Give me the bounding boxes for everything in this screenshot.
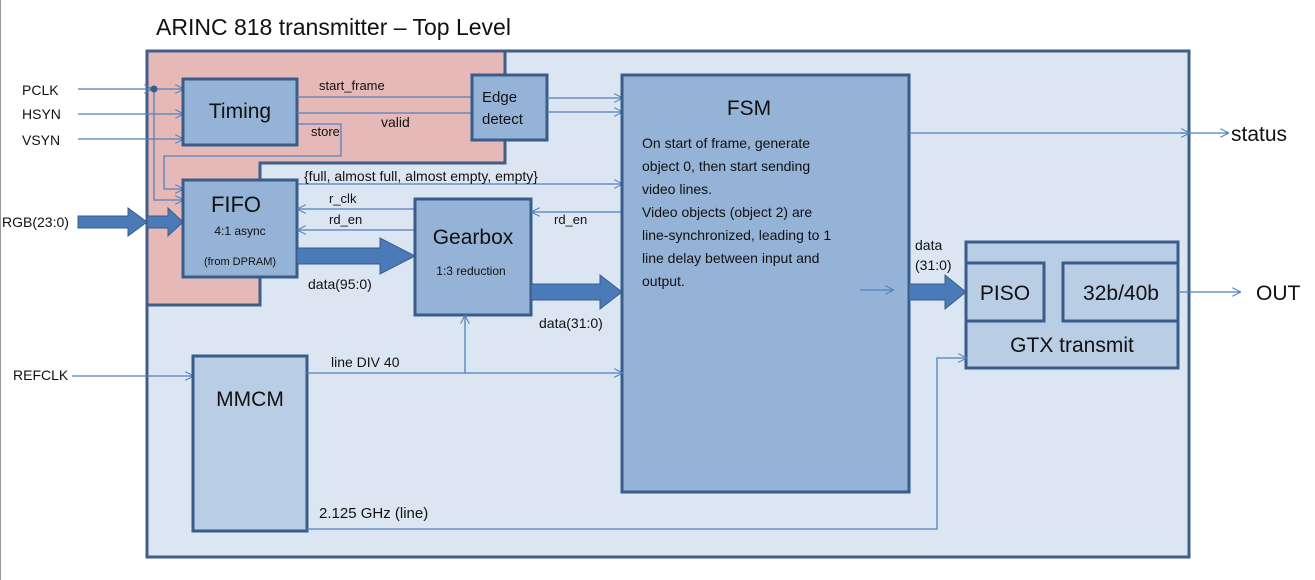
input-vsyn-label: VSYN (22, 132, 60, 148)
signal-store-label: store (311, 124, 340, 139)
edge-detect-block (470, 73, 549, 142)
signal-r-clk-label: r_clk (329, 191, 357, 206)
edge-fsm-wires (547, 98, 622, 112)
signal-data-95-label: data(95:0) (308, 276, 372, 292)
fifo-block (181, 178, 299, 279)
output-out-label: OUT (1256, 282, 1301, 305)
signal-start-frame-label: start_frame (319, 78, 385, 93)
gearbox-sublabel: 1:3 reduction (436, 264, 505, 278)
fsm-description-line: video lines. (642, 181, 712, 197)
input-hsyn-label: HSYN (22, 106, 61, 122)
timing-edge-wires (297, 96, 472, 114)
gearbox-block (413, 197, 533, 317)
output-status-label: status (1231, 123, 1287, 146)
signal-rd-en-fifo-label: rd_en (329, 212, 362, 227)
signal-data-gtx-label-line2: (31:0) (915, 257, 952, 273)
input-wires (72, 89, 342, 376)
pclk-junction-dot (150, 85, 158, 93)
fsm-block (620, 73, 911, 494)
timing-label: Timing (209, 100, 271, 123)
signal-rd-en-fsm-label: rd_en (554, 212, 587, 227)
edge-detect-label-line2: detect (482, 111, 524, 128)
mmcm-block (191, 354, 309, 533)
fsm-description-line: On start of frame, generate (642, 135, 810, 151)
input-pclk-label: PCLK (22, 82, 59, 98)
timing-block (181, 77, 299, 147)
mmcm-clock-wires (307, 316, 966, 530)
mmcm-label: MMCM (216, 388, 284, 411)
rgb-bus-arrow-inner (146, 206, 184, 238)
fsm-description-line: line delay between input and (642, 250, 819, 266)
rgb-bus-arrow (77, 207, 148, 237)
gearbox-fifo-wires (298, 209, 415, 230)
data-31-gearbox-bus-arrow (530, 273, 623, 311)
data-95-bus-arrow (296, 237, 417, 275)
fsm-description-line: output. (642, 273, 685, 289)
fifo-label: FIFO (211, 192, 261, 217)
encoder-32b40b-label: 32b/40b (1083, 282, 1159, 305)
fifo-sublabel-async: 4:1 async (214, 224, 265, 238)
fsm-label: FSM (727, 97, 771, 120)
edge-detect-label-line1: Edge (482, 89, 517, 106)
page-left-edge (0, 0, 1, 580)
input-rgb-label: RGB(23:0) (2, 214, 69, 230)
signal-data-31-gearbox-label: data(31:0) (539, 315, 603, 331)
data-31-gtx-bus-arrow (908, 273, 967, 311)
diagram-title: ARINC 818 transmitter – Top Level (156, 14, 511, 40)
gtx-transmit-label: GTX transmit (1010, 334, 1134, 357)
encoder-32b40b-block (1061, 261, 1180, 323)
fsm-description-line: object 0, then start sending (642, 158, 810, 174)
signal-valid-label: valid (381, 114, 410, 130)
fifo-sublabel-dpram: (from DPRAM) (204, 256, 276, 268)
piso-label: PISO (980, 282, 1030, 305)
piso-block (964, 261, 1046, 323)
signal-data-gtx-label-line1: data (915, 237, 942, 253)
input-refclk-label: REFCLK (13, 367, 69, 383)
gearbox-label: Gearbox (433, 226, 514, 249)
signal-line-clock-label: 2.125 GHz (line) (319, 505, 428, 522)
signal-fifo-flags-label: {full, almost full, almost empty, empty} (304, 168, 538, 184)
signal-line-div-label: line DIV 40 (331, 354, 400, 370)
fsm-description-line: Video objects (object 2) are (642, 204, 812, 220)
fsm-description-line: line-synchronized, leading to 1 (642, 227, 831, 243)
fsm-description: On start of frame, generate object 0, th… (642, 135, 831, 289)
